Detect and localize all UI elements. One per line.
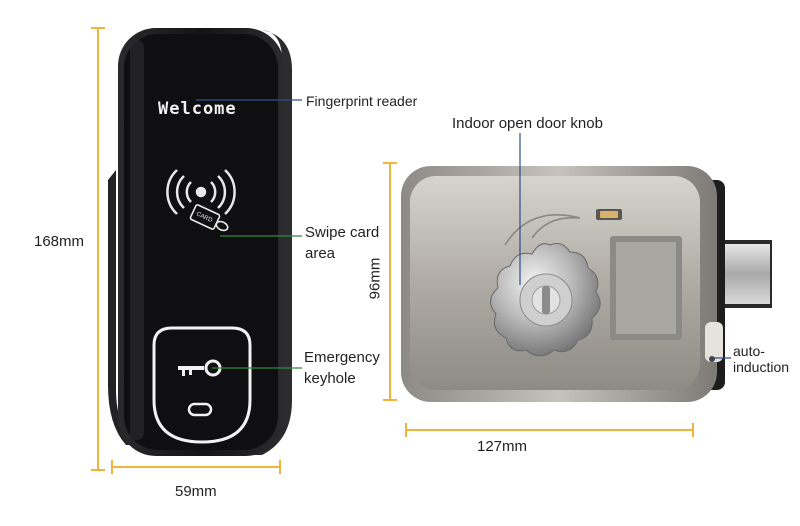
induction-label: auto- induction <box>733 343 789 375</box>
keyhole-panel <box>152 326 252 444</box>
emergency-keyhole-label: Emergency keyhole <box>304 349 380 388</box>
knob-label: Indoor open door knob <box>452 115 603 132</box>
rfid-wave-icon <box>166 169 236 215</box>
induction-line1: auto- <box>733 343 765 359</box>
swipe-card-label: Swipe card area <box>305 224 379 263</box>
height-right-label: 96mm <box>366 257 384 300</box>
fingerprint-lock-device <box>108 28 292 456</box>
swipe-card-line2: area <box>305 245 336 262</box>
fingerprint-reader-label: Fingerprint reader <box>306 93 418 109</box>
emergency-line2: keyhole <box>304 370 356 387</box>
emergency-line1: Emergency <box>304 349 380 366</box>
door-knob <box>490 243 601 357</box>
width-left-label: 59mm <box>175 483 217 500</box>
swipe-card-line1: Swipe card <box>305 224 380 241</box>
right-height-dimension <box>383 162 397 401</box>
height-left-label: 168mm <box>34 233 85 250</box>
welcome-text: Welcome <box>158 99 237 119</box>
left-height-dimension <box>91 27 105 471</box>
induction-line2: induction <box>733 359 790 375</box>
left-width-dimension <box>111 460 281 474</box>
right-width-dimension <box>405 423 694 437</box>
width-right-label: 127mm <box>477 438 528 455</box>
